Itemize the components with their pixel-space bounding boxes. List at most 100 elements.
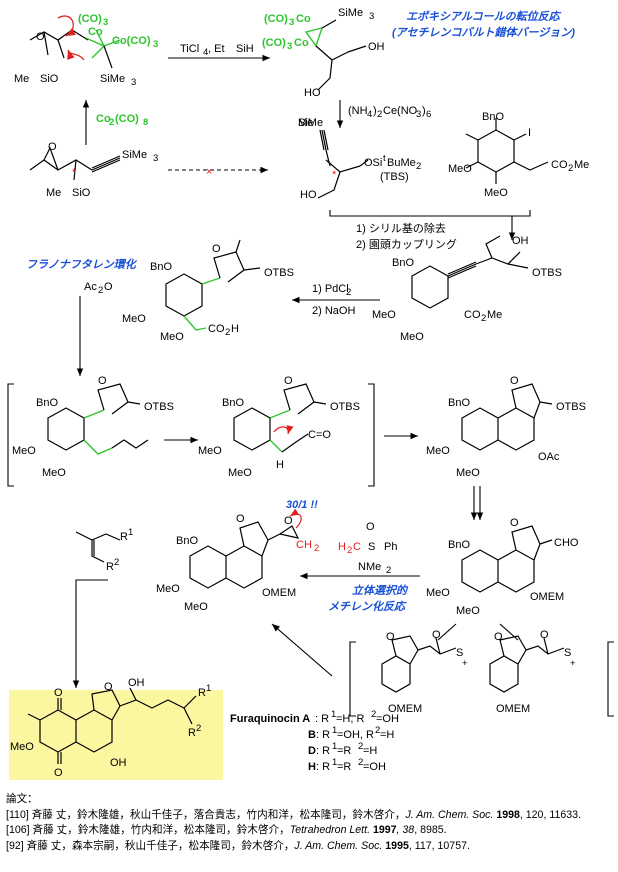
svg-text:OH: OH: [368, 41, 385, 53]
svg-text:2: 2: [377, 109, 382, 120]
svg-text:I: I: [528, 127, 531, 139]
svg-text:MeO: MeO: [372, 309, 396, 321]
svg-text:): ): [373, 105, 377, 117]
svg-text:O: O: [366, 521, 375, 533]
svg-text:O: O: [510, 375, 519, 387]
svg-text:SiMe: SiMe: [298, 117, 323, 129]
svg-text:3: 3: [103, 17, 108, 28]
svg-text:2) 園頭カップリング: 2) 園頭カップリング: [356, 237, 457, 251]
svg-text:NMe: NMe: [358, 561, 381, 573]
svg-text:Co(CO): Co(CO): [112, 35, 151, 47]
svg-text:BnO: BnO: [448, 539, 470, 551]
naphtho-title: フラノナフタレン環化: [26, 258, 138, 271]
svg-text:SiO: SiO: [72, 187, 91, 199]
svg-text:D: D: [308, 745, 316, 757]
svg-text:BnO: BnO: [448, 397, 470, 409]
svg-text:MeO: MeO: [198, 445, 222, 457]
svg-text:OMEM: OMEM: [262, 587, 296, 599]
svg-text:Me: Me: [14, 73, 29, 85]
svg-text:OTBS: OTBS: [144, 401, 174, 413]
svg-text:SiMe: SiMe: [122, 149, 147, 161]
svg-text:: R: : R: [315, 713, 329, 725]
svg-text:2) NaOH: 2) NaOH: [312, 305, 355, 317]
svg-text:S: S: [456, 647, 463, 659]
svg-text:3: 3: [153, 153, 158, 164]
svg-text:O: O: [54, 687, 63, 699]
naphthyl-aldehyde: BnO O CHO MeO MeO OMEM: [426, 517, 579, 617]
svg-text:O: O: [104, 681, 113, 693]
equil-2: [499, 623, 519, 641]
svg-text:CO: CO: [208, 323, 225, 335]
betaine-1: O O S + OMEM: [381, 629, 468, 715]
svg-text:Me: Me: [487, 309, 502, 321]
svg-text:: R: : R: [316, 761, 330, 773]
svg-text:=OH: =OH: [376, 713, 399, 725]
naphthyl-acetate: BnO O OTBS MeO MeO OAc: [426, 375, 586, 479]
epoxide-product: BnO O O CH 2 30/1 !! MeO MeO OMEM: [156, 499, 319, 613]
svg-text:MeO: MeO: [400, 331, 424, 343]
svg-text:3: 3: [153, 39, 158, 50]
mixed-anhydride: BnO O OTBS MeO MeO: [12, 375, 174, 479]
svg-text:=H, R: =H, R: [336, 713, 364, 725]
svg-text:2: 2: [481, 313, 486, 324]
svg-text:SiO: SiO: [40, 73, 59, 85]
betaine-bracket-left: [349, 641, 356, 717]
svg-text:OH: OH: [512, 235, 529, 247]
cobalt-aldol-product: (CO) 3 Co (CO) 3 Co SiMe 3 OH HO: [262, 7, 385, 99]
svg-text:R: R: [120, 531, 128, 543]
svg-text:4: 4: [203, 47, 208, 58]
merge-bracket: [329, 210, 531, 217]
svg-text:R: R: [198, 687, 206, 699]
svg-text:=OH, R: =OH, R: [337, 729, 374, 741]
svg-text:MeO: MeO: [160, 331, 184, 343]
bracket-right: [368, 383, 375, 487]
svg-text:O: O: [236, 513, 245, 525]
svg-text:2: 2: [347, 545, 352, 556]
svg-text:OMEM: OMEM: [388, 703, 422, 715]
svg-text:MeO: MeO: [426, 445, 450, 457]
svg-text:1: 1: [331, 709, 336, 720]
svg-text:, Et: , Et: [208, 43, 225, 55]
svg-text:MeO: MeO: [448, 163, 472, 175]
svg-text:3: 3: [416, 109, 421, 120]
svg-text:=R: =R: [337, 761, 351, 773]
svg-text:*: *: [72, 167, 77, 179]
svg-text:MeO: MeO: [156, 583, 180, 595]
svg-text:=OH: =OH: [363, 761, 386, 773]
svg-text:BnO: BnO: [176, 535, 198, 547]
svg-text:8: 8: [143, 117, 148, 128]
svg-text:O: O: [510, 517, 519, 529]
svg-text:O: O: [36, 31, 45, 43]
svg-text:O: O: [54, 767, 63, 779]
furaquinocin-structure: O O O OH R 1 R 2 MeO OH: [10, 677, 211, 779]
svg-text:MeO: MeO: [456, 467, 480, 479]
svg-text:1: 1: [332, 725, 337, 736]
references: 論文： [110] 斉藤 丈，鈴木隆雄，秋山千佳子，落合貴志，竹内和洋，松本隆司…: [6, 792, 612, 854]
svg-text:R: R: [188, 727, 196, 739]
cobalt-epoxide-complex: (CO) 3 Co Co(CO) 3 O Me SiO SiMe 3: [14, 13, 158, 88]
svg-text:Co: Co: [96, 113, 111, 125]
svg-text:Co: Co: [296, 13, 311, 25]
svg-text:3: 3: [289, 17, 294, 28]
svg-text:(CO): (CO): [262, 37, 286, 49]
svg-text:OH: OH: [110, 757, 127, 769]
svg-text:6: 6: [426, 109, 431, 120]
svg-text:2: 2: [346, 287, 351, 298]
svg-text:=H: =H: [380, 729, 394, 741]
svg-text:S: S: [564, 647, 571, 659]
final-arrow: [72, 579, 108, 688]
svg-text:t: t: [383, 153, 386, 164]
svg-text:(TBS): (TBS): [380, 171, 409, 183]
svg-text:H: H: [338, 541, 346, 553]
svg-text:1) シリル基の除去: 1) シリル基の除去: [356, 221, 446, 235]
svg-text:R: R: [106, 561, 114, 573]
svg-text:1: 1: [128, 527, 133, 538]
svg-text:3: 3: [369, 11, 374, 22]
svg-text:Furaquinocin A: Furaquinocin A: [230, 713, 310, 725]
svg-text:Me: Me: [46, 187, 61, 199]
alkene-sidechain: R 1 R 2: [75, 527, 133, 573]
svg-text:2: 2: [358, 757, 363, 768]
svg-text:C=O: C=O: [308, 429, 331, 441]
svg-text:Co: Co: [294, 37, 309, 49]
svg-text:OTBS: OTBS: [264, 267, 294, 279]
